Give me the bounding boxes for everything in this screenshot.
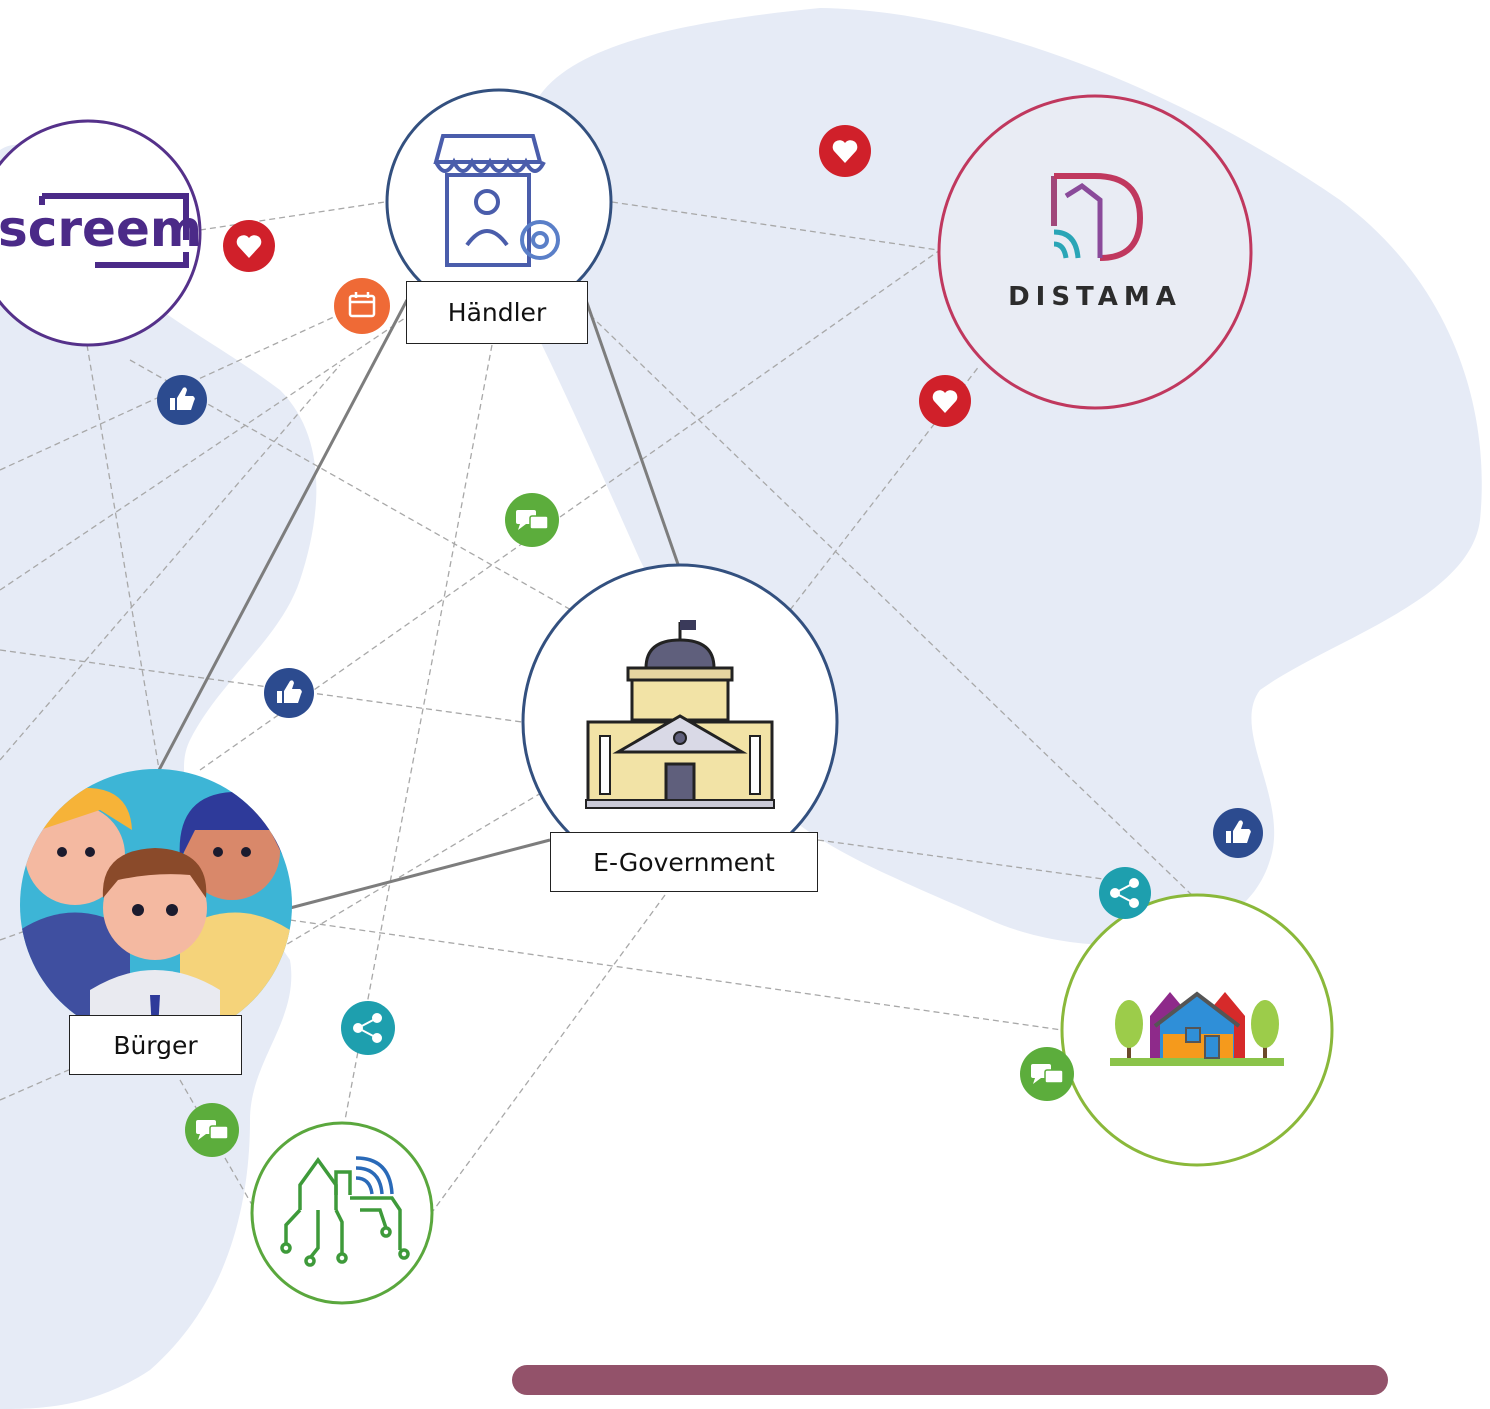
bottom-accent-bar: [512, 1365, 1388, 1395]
dashed-link: [817, 839, 1126, 883]
share-icon: [353, 1013, 382, 1043]
dashed-link: [429, 894, 666, 1216]
smart-city-network-icon: [280, 1156, 410, 1267]
screem-logo-text: screem: [0, 200, 202, 258]
calendar-badge: [334, 278, 390, 334]
dashed-link: [129, 359, 581, 616]
smart-city-node[interactable]: [250, 1121, 434, 1305]
chat-icon: [516, 510, 549, 530]
dashed-link: [789, 364, 981, 611]
dashed-link: [611, 201, 939, 251]
thumbs-up-badge: [1213, 808, 1263, 858]
handler-label[interactable]: Händler: [406, 281, 588, 344]
distama-node[interactable]: DISTAMA: [937, 94, 1253, 410]
egovernment-label[interactable]: E-Government: [550, 832, 818, 892]
neighborhood-node[interactable]: [1060, 893, 1334, 1167]
dashed-link: [0, 317, 406, 591]
share-icon: [1110, 878, 1139, 908]
dashed-link: [0, 304, 361, 471]
thumbs-up-icon: [277, 680, 302, 703]
buerger-label[interactable]: Bürger: [69, 1015, 242, 1075]
chat-badge: [1020, 1047, 1074, 1101]
heart-icon: [932, 390, 958, 413]
dashed-link: [199, 249, 941, 771]
thumbs-up-icon: [170, 387, 195, 410]
solid-link-handler-buerger: [156, 299, 409, 773]
thumbs-up-badge: [157, 375, 207, 425]
screem-logo: screem: [0, 193, 202, 268]
solid-link-buerger-egov: [289, 838, 551, 910]
buerger-node[interactable]: [20, 769, 292, 1045]
heart-badge: [223, 220, 275, 272]
chat-icon: [1031, 1064, 1064, 1084]
thumbs-up-badge: [264, 668, 314, 718]
houses-neighborhood-icon: [1110, 991, 1284, 1066]
share-badge: [1099, 867, 1151, 919]
government-building-icon: [585, 620, 775, 809]
heart-badge: [819, 125, 871, 177]
dashed-link: [0, 649, 523, 723]
distama-logo-text: DISTAMA: [1008, 282, 1182, 312]
dashed-link: [344, 344, 493, 1121]
thumbs-up-icon: [1226, 820, 1251, 843]
handler-node[interactable]: [385, 88, 613, 316]
distama-logo: DISTAMA: [1008, 173, 1182, 312]
merchant-shop-icon: [433, 134, 560, 267]
dashed-link: [0, 364, 341, 761]
egovernment-node[interactable]: [521, 563, 839, 881]
dashed-link: [589, 314, 1196, 899]
chat-badge: [185, 1103, 239, 1157]
heart-badge: [919, 375, 971, 427]
chat-icon: [196, 1120, 229, 1140]
solid-link-handler-egov: [584, 299, 682, 571]
share-badge: [341, 1001, 395, 1055]
heart-icon: [236, 235, 262, 258]
heart-icon: [832, 140, 858, 163]
dashed-link: [86, 344, 161, 776]
screem-node[interactable]: screem: [0, 119, 202, 347]
dashed-link: [199, 201, 386, 231]
calendar-icon: [348, 292, 376, 318]
chat-badge: [505, 493, 559, 547]
